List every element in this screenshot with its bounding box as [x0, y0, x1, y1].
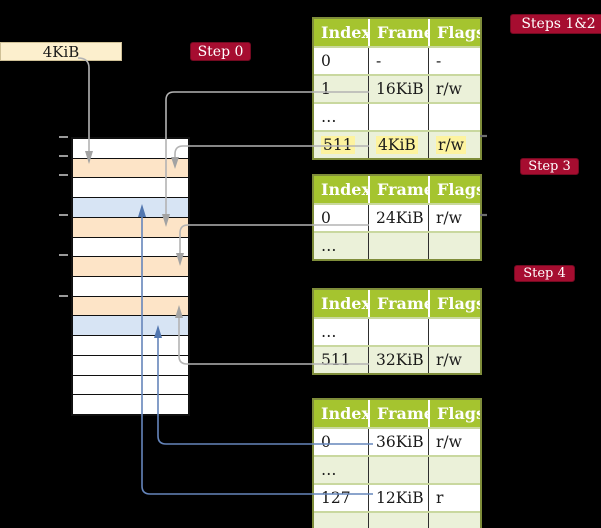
- cell-index: 127: [321, 489, 351, 507]
- table-header-row: Index Frame Flags: [314, 19, 480, 46]
- frame-size-text: 4KiB: [42, 42, 80, 61]
- table-row: …: [314, 231, 480, 259]
- cell-frame: -: [376, 52, 382, 70]
- header-flags: Flags: [428, 400, 480, 427]
- cell-flags: -: [436, 52, 442, 70]
- memory-frame-row: [73, 335, 188, 355]
- address-tick: [59, 254, 68, 256]
- table-row: 0 36KiB r/w: [314, 427, 480, 455]
- step-0-label: Step 0: [197, 43, 244, 60]
- table-row: …: [314, 102, 480, 130]
- cell-index: …: [321, 323, 337, 341]
- table-row: 511 4KiB r/w: [314, 130, 480, 158]
- address-tick: [59, 174, 68, 176]
- cell-index: 511: [321, 136, 355, 154]
- header-index: Index: [321, 23, 368, 42]
- step-3-badge: Step 3: [520, 158, 579, 175]
- cell-flags: r: [436, 489, 444, 507]
- table-row: 127 12KiB r: [314, 483, 480, 511]
- memory-frame-row: [73, 197, 188, 217]
- memory-frame-row: [73, 394, 188, 415]
- step-4-badge: Step 4: [514, 265, 575, 282]
- cell-index: …: [321, 517, 337, 528]
- cell-frame: 16KiB: [376, 80, 424, 98]
- table-row: 511 32KiB r/w: [314, 345, 480, 373]
- frame-size-label: 4KiB: [0, 42, 122, 61]
- header-index: Index: [321, 180, 368, 199]
- cell-flags: r/w: [436, 209, 462, 227]
- memory-frame-row: [73, 315, 188, 336]
- header-flags: Flags: [428, 176, 480, 203]
- header-flags: Flags: [428, 290, 480, 317]
- cell-frame: 4KiB: [376, 136, 418, 154]
- header-frame: Frame: [368, 19, 428, 46]
- steps-1-2-badge: Steps 1&2: [510, 14, 601, 34]
- cell-flags: r/w: [436, 136, 466, 154]
- table-header-row: Index Frame Flags: [314, 290, 480, 317]
- physical-memory-column: [71, 137, 190, 416]
- memory-frame-row: [73, 256, 188, 277]
- table-header-row: Index Frame Flags: [314, 400, 480, 427]
- page-table-1: Index Frame Flags 0 - - 1 16KiB r/w … 51…: [312, 17, 482, 160]
- memory-frame-row: [73, 276, 188, 296]
- memory-frame-row: [73, 139, 188, 158]
- cell-index: 0: [321, 52, 331, 70]
- address-tick: [59, 155, 68, 157]
- memory-frame-row: [73, 295, 188, 316]
- cell-index: 0: [321, 209, 331, 227]
- step-4-label: Step 4: [523, 266, 566, 281]
- table-row: …: [314, 317, 480, 345]
- table-header-row: Index Frame Flags: [314, 176, 480, 203]
- steps-1-2-label: Steps 1&2: [521, 16, 596, 32]
- cell-frame: 36KiB: [376, 433, 424, 451]
- cell-flags: r/w: [436, 433, 462, 451]
- header-frame: Frame: [368, 290, 428, 317]
- memory-frame-row: [73, 354, 188, 375]
- page-table-4: Index Frame Flags 0 36KiB r/w … 127 12Ki…: [312, 398, 482, 528]
- header-frame: Frame: [368, 176, 428, 203]
- address-tick: [59, 295, 68, 297]
- cell-frame: 32KiB: [376, 351, 424, 369]
- memory-frame-row: [73, 157, 188, 178]
- table-row: 1 16KiB r/w: [314, 74, 480, 102]
- cell-index: …: [321, 237, 337, 255]
- cell-index: 511: [321, 351, 351, 369]
- cell-index: …: [321, 108, 337, 126]
- memory-frame-row: [73, 236, 188, 257]
- header-index: Index: [321, 404, 368, 423]
- memory-frame-row: [73, 374, 188, 395]
- page-table-2: Index Frame Flags 0 24KiB r/w …: [312, 174, 482, 261]
- header-flags: Flags: [428, 19, 480, 46]
- cell-frame: 24KiB: [376, 209, 424, 227]
- step-0-badge: Step 0: [190, 42, 251, 61]
- table-row: 0 24KiB r/w: [314, 203, 480, 231]
- header-frame: Frame: [368, 400, 428, 427]
- cell-flags: r/w: [436, 351, 462, 369]
- memory-frame-row: [73, 177, 188, 198]
- header-index: Index: [321, 294, 368, 313]
- cell-index: 1: [321, 80, 331, 98]
- page-table-3: Index Frame Flags … 511 32KiB r/w: [312, 288, 482, 375]
- step-3-label: Step 3: [528, 159, 571, 174]
- table-row: 0 - -: [314, 46, 480, 74]
- cell-index: 0: [321, 433, 331, 451]
- table-row: …: [314, 455, 480, 483]
- cell-frame: 12KiB: [376, 489, 424, 507]
- address-tick: [59, 136, 68, 138]
- address-tick: [59, 214, 68, 216]
- table-row: …: [314, 511, 480, 528]
- cell-index: …: [321, 461, 337, 479]
- memory-frame-row: [73, 216, 188, 237]
- cell-flags: r/w: [436, 80, 462, 98]
